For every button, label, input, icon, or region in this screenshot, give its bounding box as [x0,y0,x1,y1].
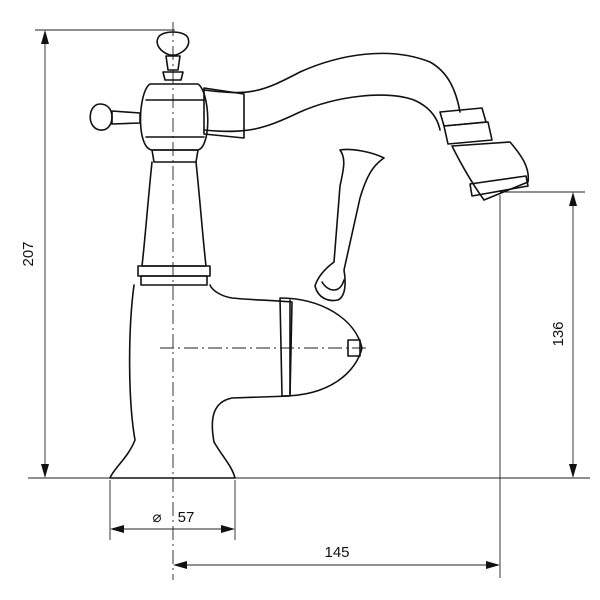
side-knob-stem [111,110,141,125]
lever-handle-collar [321,279,345,291]
aerator-ring-2 [443,121,493,145]
spout-reach-arrow-left [173,561,187,569]
spout-height-arrow-top [569,192,577,206]
dimension-spout-reach [173,561,500,569]
side-knob [89,103,113,131]
total-height-label: 207 [20,241,37,266]
dimension-base-diameter [110,525,235,533]
column-ring [137,265,211,277]
spout-inner [203,94,441,133]
center-lines [160,22,370,580]
top-knob-stem [165,55,181,71]
faucet-body [89,31,530,479]
aerator-tip [469,175,529,197]
total-height-arrow-bottom [41,464,49,478]
dimension-total-height [41,30,49,478]
lever-dome-cap [347,339,361,357]
spout-outer [203,52,461,113]
top-knob [156,31,190,56]
column-ring-lower [140,275,208,286]
base-diameter-label: 57 [178,509,195,526]
head-collar [151,149,199,163]
diameter-symbol: ⌀ [152,509,161,526]
lever-handle [314,148,385,302]
valve-head [139,83,209,151]
column [141,161,207,267]
lower-body [109,284,293,479]
lever-dome [279,297,363,397]
spout-height-label: 136 [550,321,567,346]
spout-reach-arrow-right [486,561,500,569]
spout-collar [203,87,245,139]
spout-reach-label: 145 [324,544,349,561]
top-knob-collar [162,71,184,81]
spout-height-arrow-bottom [569,464,577,478]
base-diameter-arrow-right [221,525,235,533]
aerator-nozzle [451,141,530,201]
total-height-arrow-top [41,30,49,44]
dimension-spout-height [569,192,577,478]
base-diameter-arrow-left [110,525,124,533]
